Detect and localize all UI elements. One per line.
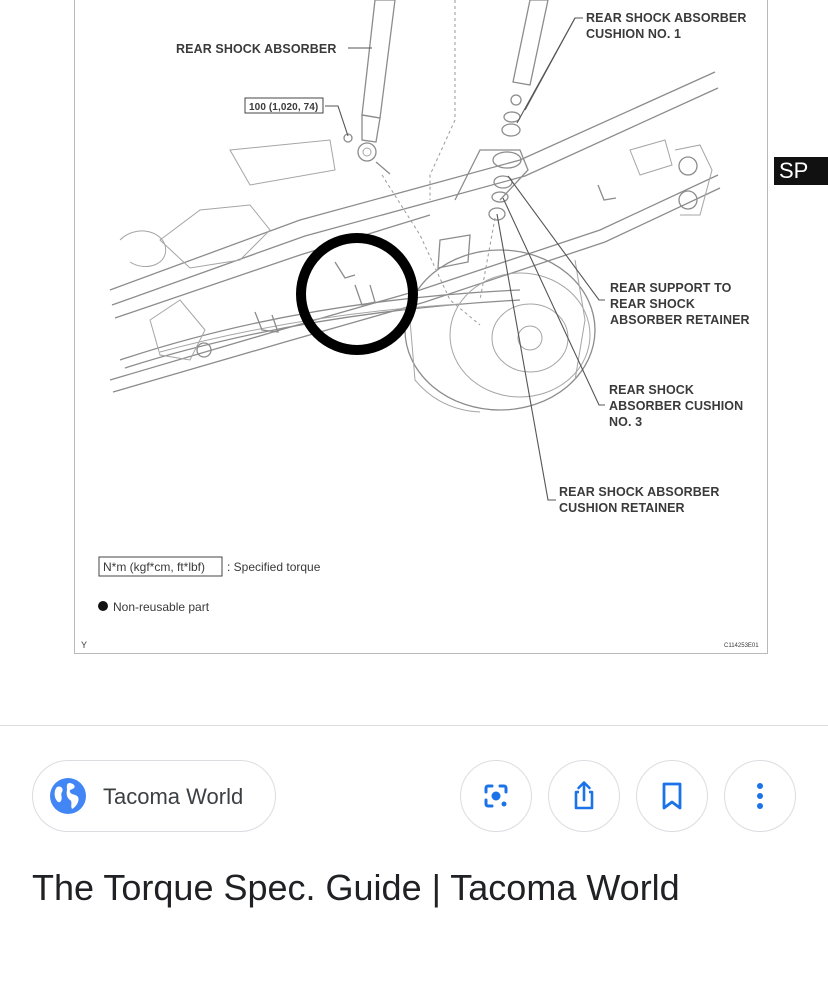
label-support-line3: ABSORBER RETAINER	[610, 313, 750, 327]
label-torque-value: 100 (1,020, 74)	[249, 102, 318, 113]
section-tab: SP	[774, 157, 828, 185]
divider	[0, 725, 828, 726]
more-options-button[interactable]	[724, 760, 796, 832]
non-reusable-dot	[98, 601, 108, 611]
more-vertical-icon	[757, 783, 763, 809]
bookmark-icon	[662, 782, 682, 810]
label-retainer-line2: CUSHION RETAINER	[559, 501, 685, 515]
suspension-diagram: REAR SHOCK ABSORBER REAR SHOCK ABSORBER …	[81, 0, 759, 650]
globe-icon	[50, 778, 86, 814]
corner-letter: Y	[81, 640, 87, 650]
lens-button[interactable]	[460, 760, 532, 832]
legend-unit-box: N*m (kgf*cm, ft*lbf)	[103, 560, 205, 574]
label-cushion-no1-line2: CUSHION NO. 1	[586, 27, 681, 41]
legend-unit-desc: : Specified torque	[227, 560, 321, 574]
highlight-circle	[296, 233, 418, 355]
google-lens-icon	[484, 784, 508, 808]
label-cushion-no1-line1: REAR SHOCK ABSORBER	[586, 11, 746, 25]
save-button[interactable]	[636, 760, 708, 832]
label-rear-shock-absorber: REAR SHOCK ABSORBER	[176, 42, 336, 56]
source-name: Tacoma World	[103, 784, 244, 809]
label-cushion-no3-line2: ABSORBER CUSHION	[609, 399, 743, 413]
figure-code: C114253E01	[724, 643, 759, 649]
label-support-line2: REAR SHOCK	[610, 297, 695, 311]
result-title-link[interactable]: The Torque Spec. Guide | Tacoma World	[32, 867, 680, 908]
label-support-line1: REAR SUPPORT TO	[610, 281, 732, 295]
label-retainer-line1: REAR SHOCK ABSORBER	[559, 485, 719, 499]
legend-non-reusable: Non-reusable part	[113, 600, 210, 614]
diagram-frame	[74, 0, 768, 654]
share-icon	[574, 781, 594, 810]
source-chip[interactable]: Tacoma World	[32, 760, 276, 832]
image-preview[interactable]: REAR SHOCK ABSORBER REAR SHOCK ABSORBER …	[0, 0, 828, 690]
share-button[interactable]	[548, 760, 620, 832]
label-cushion-no3-line1: REAR SHOCK	[609, 383, 694, 397]
label-cushion-no3-line3: NO. 3	[609, 415, 642, 429]
